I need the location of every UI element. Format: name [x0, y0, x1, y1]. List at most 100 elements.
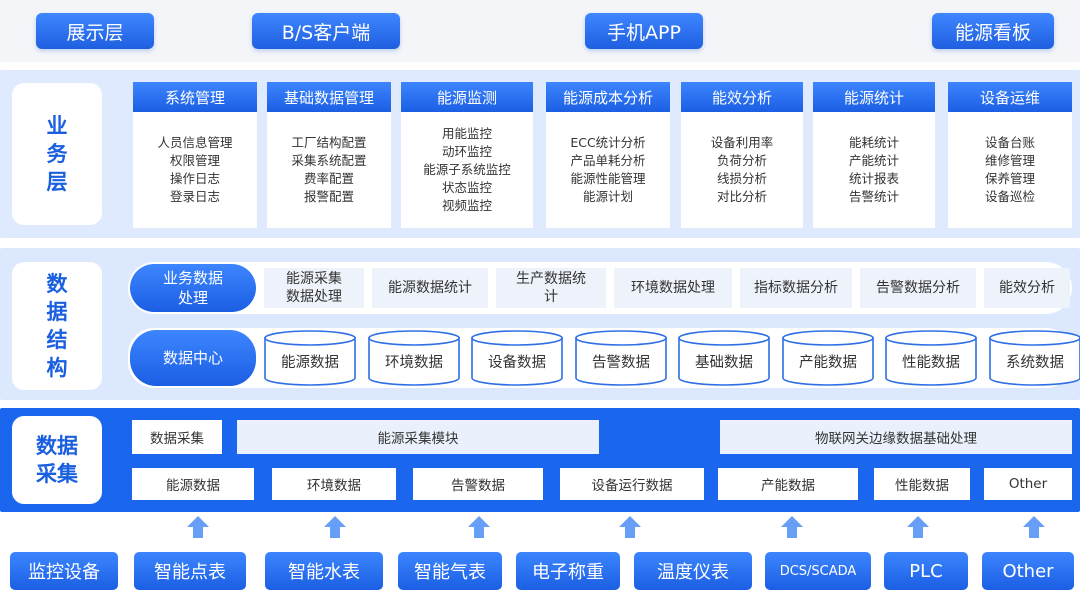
up-arrow-icon	[467, 515, 491, 539]
acquisition-data-item[interactable]: Other	[984, 468, 1072, 500]
module-item-list: 人员信息管理权限管理操作日志登录日志	[133, 112, 257, 228]
module-item[interactable]: 产品单耗分析	[570, 153, 646, 168]
module-card[interactable]: 基础数据管理工厂结构配置采集系统配置费率配置报警配置	[267, 82, 391, 228]
processing-item-line: 能源采集	[286, 271, 342, 287]
module-item[interactable]: 动环监控	[441, 144, 492, 159]
database-cylinder[interactable]: 系统数据	[989, 330, 1080, 386]
module-item[interactable]: 设备利用率	[710, 135, 774, 150]
processing-item[interactable]: 生产数据统计	[496, 268, 606, 308]
processing-item-line: 告警数据分析	[876, 280, 960, 296]
module-card[interactable]: 能源监测用能监控动环监控能源子系统监控状态监控视频监控	[401, 82, 533, 228]
module-item[interactable]: 工厂结构配置	[291, 135, 367, 150]
title-line: 数据	[36, 434, 78, 458]
acquisition-data-item[interactable]: 环境数据	[272, 468, 396, 500]
processing-item[interactable]: 能效分析	[984, 268, 1070, 308]
module-item[interactable]: 视频监控	[441, 198, 492, 213]
device-button[interactable]: 温度仪表	[634, 552, 752, 590]
module-item[interactable]: 登录日志	[169, 189, 220, 204]
module-item-list: ECC统计分析产品单耗分析能源性能管理能源计划	[546, 112, 670, 228]
module-item[interactable]: 报警配置	[303, 189, 354, 204]
module-title[interactable]: 设备运维	[948, 82, 1072, 112]
module-item[interactable]: 权限管理	[169, 153, 220, 168]
module-item[interactable]: 告警统计	[848, 189, 899, 204]
energy-collection-module[interactable]: 能源采集模块	[237, 420, 599, 454]
device-button[interactable]: DCS/SCADA	[765, 552, 871, 590]
processing-item-line: 指标数据分析	[754, 280, 838, 296]
database-cylinder[interactable]: 环境数据	[368, 330, 460, 386]
mobile-app-button[interactable]: 手机APP	[585, 13, 703, 49]
module-item[interactable]: 设备巡检	[984, 189, 1035, 204]
module-item[interactable]: ECC统计分析	[570, 135, 646, 150]
up-arrow-icon	[1022, 515, 1046, 539]
device-button[interactable]: 智能水表	[265, 552, 383, 590]
database-cylinder[interactable]: 告警数据	[575, 330, 667, 386]
data-collection-box[interactable]: 数据采集	[132, 420, 222, 454]
processing-item[interactable]: 环境数据处理	[614, 268, 732, 308]
module-title[interactable]: 能源成本分析	[546, 82, 670, 112]
device-button[interactable]: 智能气表	[398, 552, 502, 590]
database-cylinder[interactable]: 设备数据	[471, 330, 563, 386]
title-char: 数	[46, 272, 68, 296]
device-button[interactable]: PLC	[884, 552, 968, 590]
module-item[interactable]: 产能统计	[848, 153, 899, 168]
module-item-list: 工厂结构配置采集系统配置费率配置报警配置	[267, 112, 391, 228]
module-item[interactable]: 能源子系统监控	[423, 162, 511, 177]
module-item[interactable]: 人员信息管理	[157, 135, 233, 150]
module-card[interactable]: 能效分析设备利用率负荷分析线损分析对比分析	[681, 82, 803, 228]
module-title[interactable]: 基础数据管理	[267, 82, 391, 112]
module-item[interactable]: 状态监控	[441, 180, 492, 195]
device-button[interactable]: 电子称重	[516, 552, 620, 590]
module-item[interactable]: 能耗统计	[848, 135, 899, 150]
module-item[interactable]: 用能监控	[441, 126, 492, 141]
module-item[interactable]: 采集系统配置	[291, 153, 367, 168]
energy-dashboard-button[interactable]: 能源看板	[932, 13, 1054, 49]
module-item[interactable]: 操作日志	[169, 171, 220, 186]
database-label: 系统数据	[1006, 354, 1064, 371]
module-item[interactable]: 费率配置	[303, 171, 354, 186]
cylinder-shape	[264, 330, 356, 386]
acquisition-data-item[interactable]: 告警数据	[413, 468, 543, 500]
bs-client-button[interactable]: B/S客户端	[252, 13, 400, 49]
processing-item[interactable]: 告警数据分析	[860, 268, 976, 308]
processing-item[interactable]: 指标数据分析	[740, 268, 852, 308]
up-arrow-icon	[618, 515, 642, 539]
data-center-pill[interactable]: 数据中心	[130, 330, 256, 386]
module-item[interactable]: 统计报表	[848, 171, 899, 186]
processing-item[interactable]: 能源采集数据处理	[264, 268, 364, 308]
module-item[interactable]: 设备台账	[984, 135, 1035, 150]
module-item[interactable]: 保养管理	[984, 171, 1035, 186]
device-button[interactable]: 智能点表	[134, 552, 246, 590]
up-arrow-icon	[780, 515, 804, 539]
database-cylinder[interactable]: 性能数据	[885, 330, 977, 386]
iot-gateway-edge-processing[interactable]: 物联网关边缘数据基础处理	[720, 420, 1072, 454]
device-button[interactable]: Other	[982, 552, 1074, 590]
acquisition-data-item[interactable]: 能源数据	[132, 468, 254, 500]
module-item[interactable]: 线损分析	[716, 171, 767, 186]
module-title[interactable]: 能源统计	[813, 82, 935, 112]
module-card[interactable]: 能源统计能耗统计产能统计统计报表告警统计	[813, 82, 935, 228]
cylinder-shape	[989, 330, 1080, 386]
business-processing-pill[interactable]: 业务数据 处理	[130, 264, 256, 312]
module-item[interactable]: 负荷分析	[716, 153, 767, 168]
processing-item-line: 能源数据统计	[388, 280, 472, 296]
database-cylinder[interactable]: 产能数据	[782, 330, 874, 386]
acquisition-data-item[interactable]: 性能数据	[874, 468, 970, 500]
acquisition-data-item[interactable]: 设备运行数据	[560, 468, 704, 500]
processing-item[interactable]: 能源数据统计	[372, 268, 488, 308]
device-button[interactable]: 监控设备	[10, 552, 118, 590]
module-card[interactable]: 系统管理人员信息管理权限管理操作日志登录日志	[133, 82, 257, 228]
module-title[interactable]: 系统管理	[133, 82, 257, 112]
module-title[interactable]: 能源监测	[401, 82, 533, 112]
processing-item-line: 数据处理	[286, 289, 342, 305]
cylinder-shape	[782, 330, 874, 386]
database-cylinder[interactable]: 能源数据	[264, 330, 356, 386]
module-item[interactable]: 能源性能管理	[570, 171, 646, 186]
module-card[interactable]: 设备运维设备台账维修管理保养管理设备巡检	[948, 82, 1072, 228]
module-item[interactable]: 维修管理	[984, 153, 1035, 168]
module-item[interactable]: 对比分析	[716, 189, 767, 204]
database-cylinder[interactable]: 基础数据	[678, 330, 770, 386]
module-title[interactable]: 能效分析	[681, 82, 803, 112]
module-item[interactable]: 能源计划	[582, 189, 633, 204]
acquisition-data-item[interactable]: 产能数据	[718, 468, 858, 500]
